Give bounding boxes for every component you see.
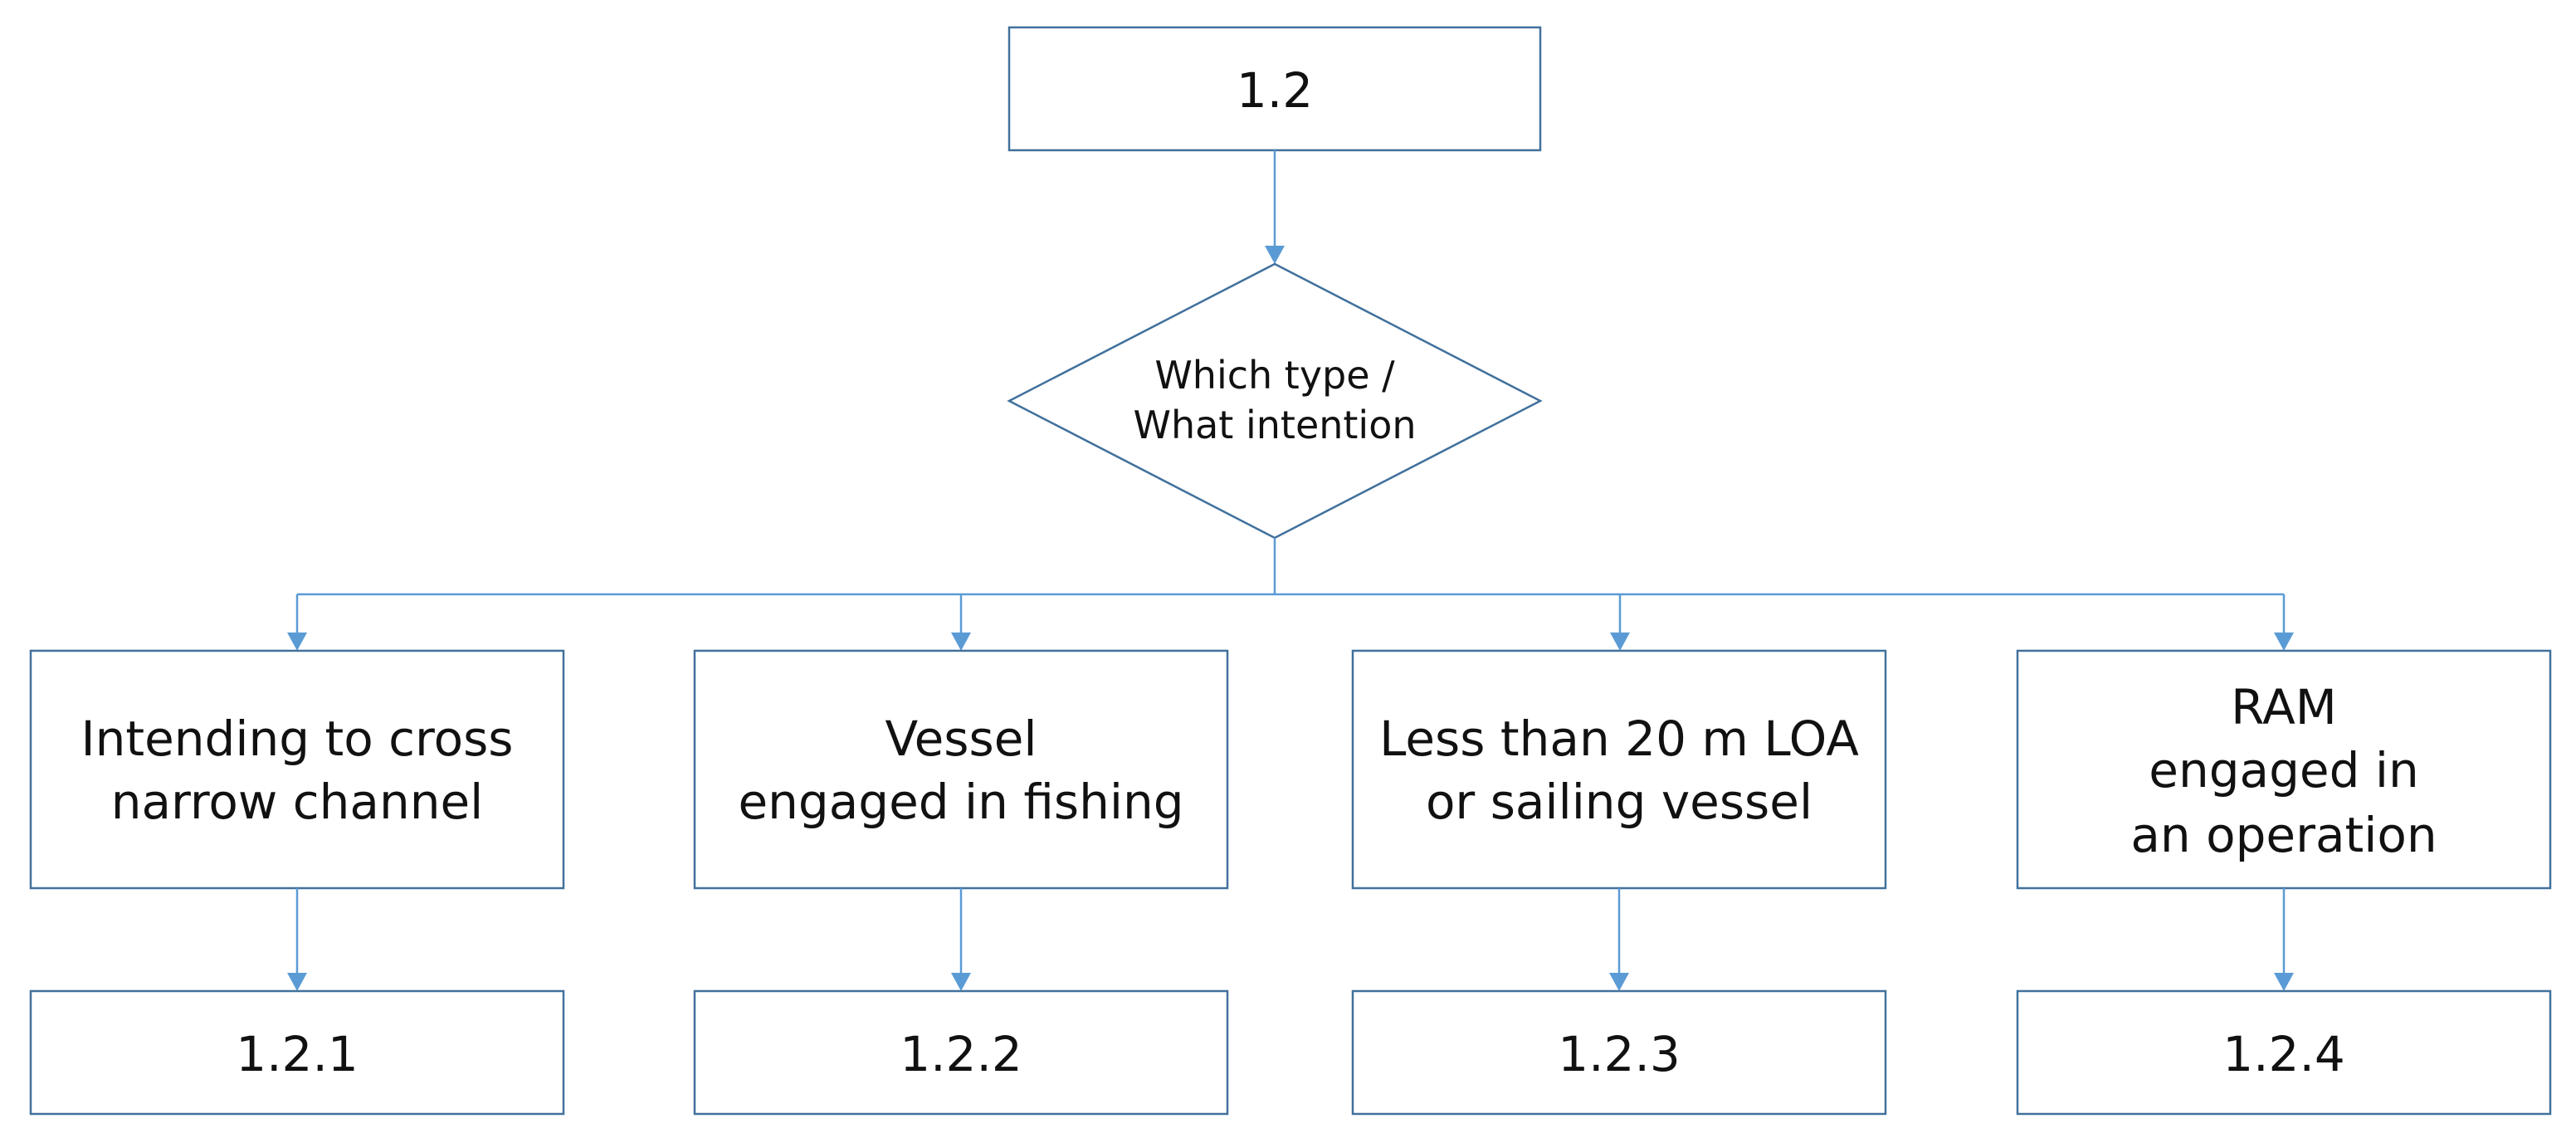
outcome-node-3: 1.2.3 xyxy=(1351,989,1887,1116)
category-node-4: RAM engaged in an operation xyxy=(2016,649,2552,890)
category-box-1 xyxy=(29,649,565,890)
arrowhead-outcome-3 xyxy=(1609,973,1629,991)
category-3-line1: Less than 20 m LOA xyxy=(1379,711,1859,767)
arrowhead-outcome-4 xyxy=(2274,973,2294,991)
category-1-line1: Intending to cross xyxy=(80,711,513,767)
category-2-line2: engaged in fishing xyxy=(738,774,1183,830)
decision-label-line1: Which type / xyxy=(1154,353,1395,398)
decision-diamond xyxy=(1007,262,1543,540)
category-node-2: Vessel engaged in fishing xyxy=(693,649,1229,890)
arrowhead-decision xyxy=(1265,246,1285,264)
category-box-2 xyxy=(693,649,1229,890)
decision-node: Which type / What intention xyxy=(1007,262,1543,540)
outcome-node-2: 1.2.2 xyxy=(693,989,1229,1116)
outcome-box-3 xyxy=(1351,989,1887,1116)
arrowhead-outcome-2 xyxy=(951,973,971,991)
outcome-4-label: 1.2.4 xyxy=(2222,1026,2345,1082)
decision-label-line2: What intention xyxy=(1133,403,1416,447)
outcome-2-label: 1.2.2 xyxy=(900,1026,1022,1082)
outcome-box-1 xyxy=(29,989,565,1116)
outcome-3-label: 1.2.3 xyxy=(1558,1026,1681,1082)
arrowhead-category-4 xyxy=(2274,632,2294,651)
category-node-1: Intending to cross narrow channel xyxy=(29,649,565,890)
category-2-line1: Vessel xyxy=(885,711,1037,767)
category-node-3: Less than 20 m LOA or sailing vessel xyxy=(1351,649,1887,890)
category-4-line2: engaged in xyxy=(2149,742,2418,799)
root-node: 1.2 xyxy=(1007,26,1542,152)
category-box-3 xyxy=(1351,649,1887,890)
root-label: 1.2 xyxy=(1237,62,1313,119)
outcome-box-2 xyxy=(693,989,1229,1116)
category-3-line2: or sailing vessel xyxy=(1426,774,1812,830)
outcome-box-4 xyxy=(2016,989,2552,1116)
category-4-line1: RAM xyxy=(2231,679,2337,735)
category-box-4 xyxy=(2016,649,2552,890)
arrowhead-category-2 xyxy=(951,632,971,651)
outcome-1-label: 1.2.1 xyxy=(236,1026,359,1082)
arrowhead-category-3 xyxy=(1610,632,1630,651)
outcome-node-4: 1.2.4 xyxy=(2016,989,2552,1116)
category-4-line3: an operation xyxy=(2130,807,2437,863)
arrowhead-category-1 xyxy=(287,632,307,651)
outcome-node-1: 1.2.1 xyxy=(29,989,565,1116)
root-box xyxy=(1007,26,1542,152)
arrowhead-outcome-1 xyxy=(287,973,307,991)
category-1-line2: narrow channel xyxy=(111,774,484,830)
